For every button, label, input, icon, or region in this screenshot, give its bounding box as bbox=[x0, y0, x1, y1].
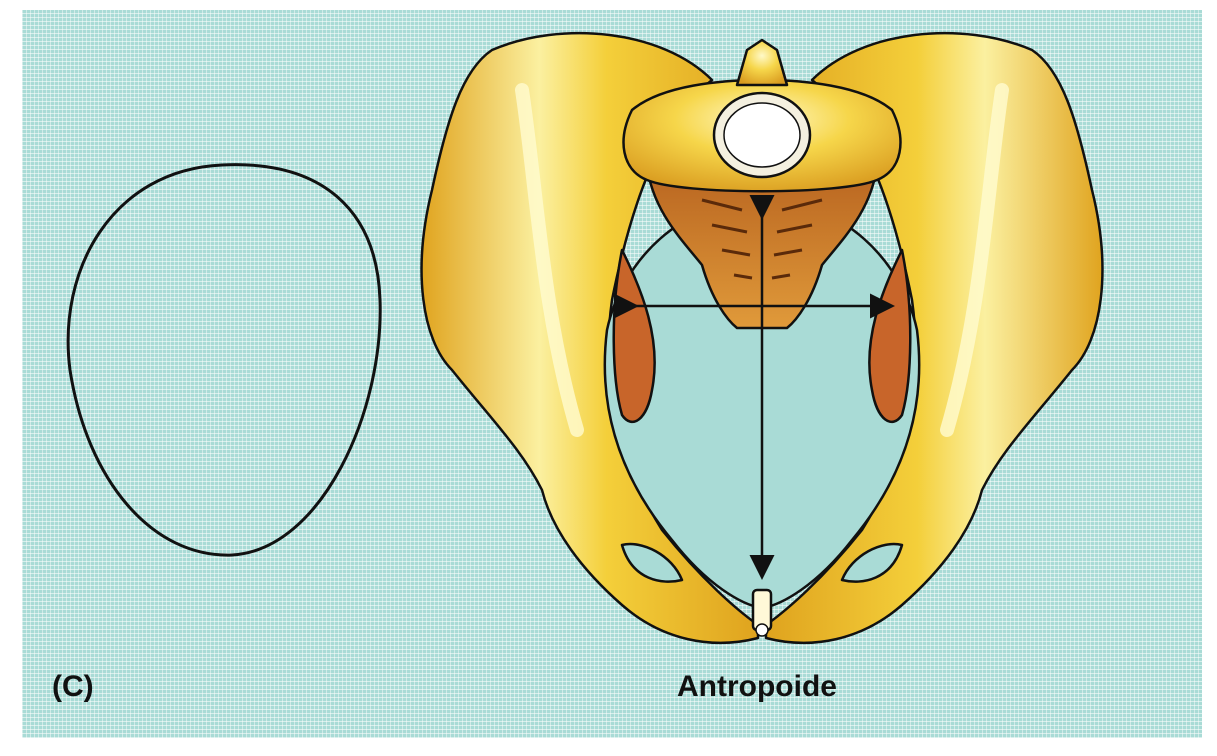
inlet-outline-shape bbox=[68, 165, 380, 555]
vertebral-disc bbox=[724, 103, 800, 167]
pelvis-type-label: Antropoide bbox=[677, 670, 837, 704]
panel-label: (C) bbox=[52, 670, 94, 704]
pelvis-figure: (C) Antropoide bbox=[22, 10, 1202, 738]
figure-canvas bbox=[22, 10, 1202, 738]
symphysis-node bbox=[756, 624, 768, 636]
spinous-process bbox=[737, 40, 787, 85]
